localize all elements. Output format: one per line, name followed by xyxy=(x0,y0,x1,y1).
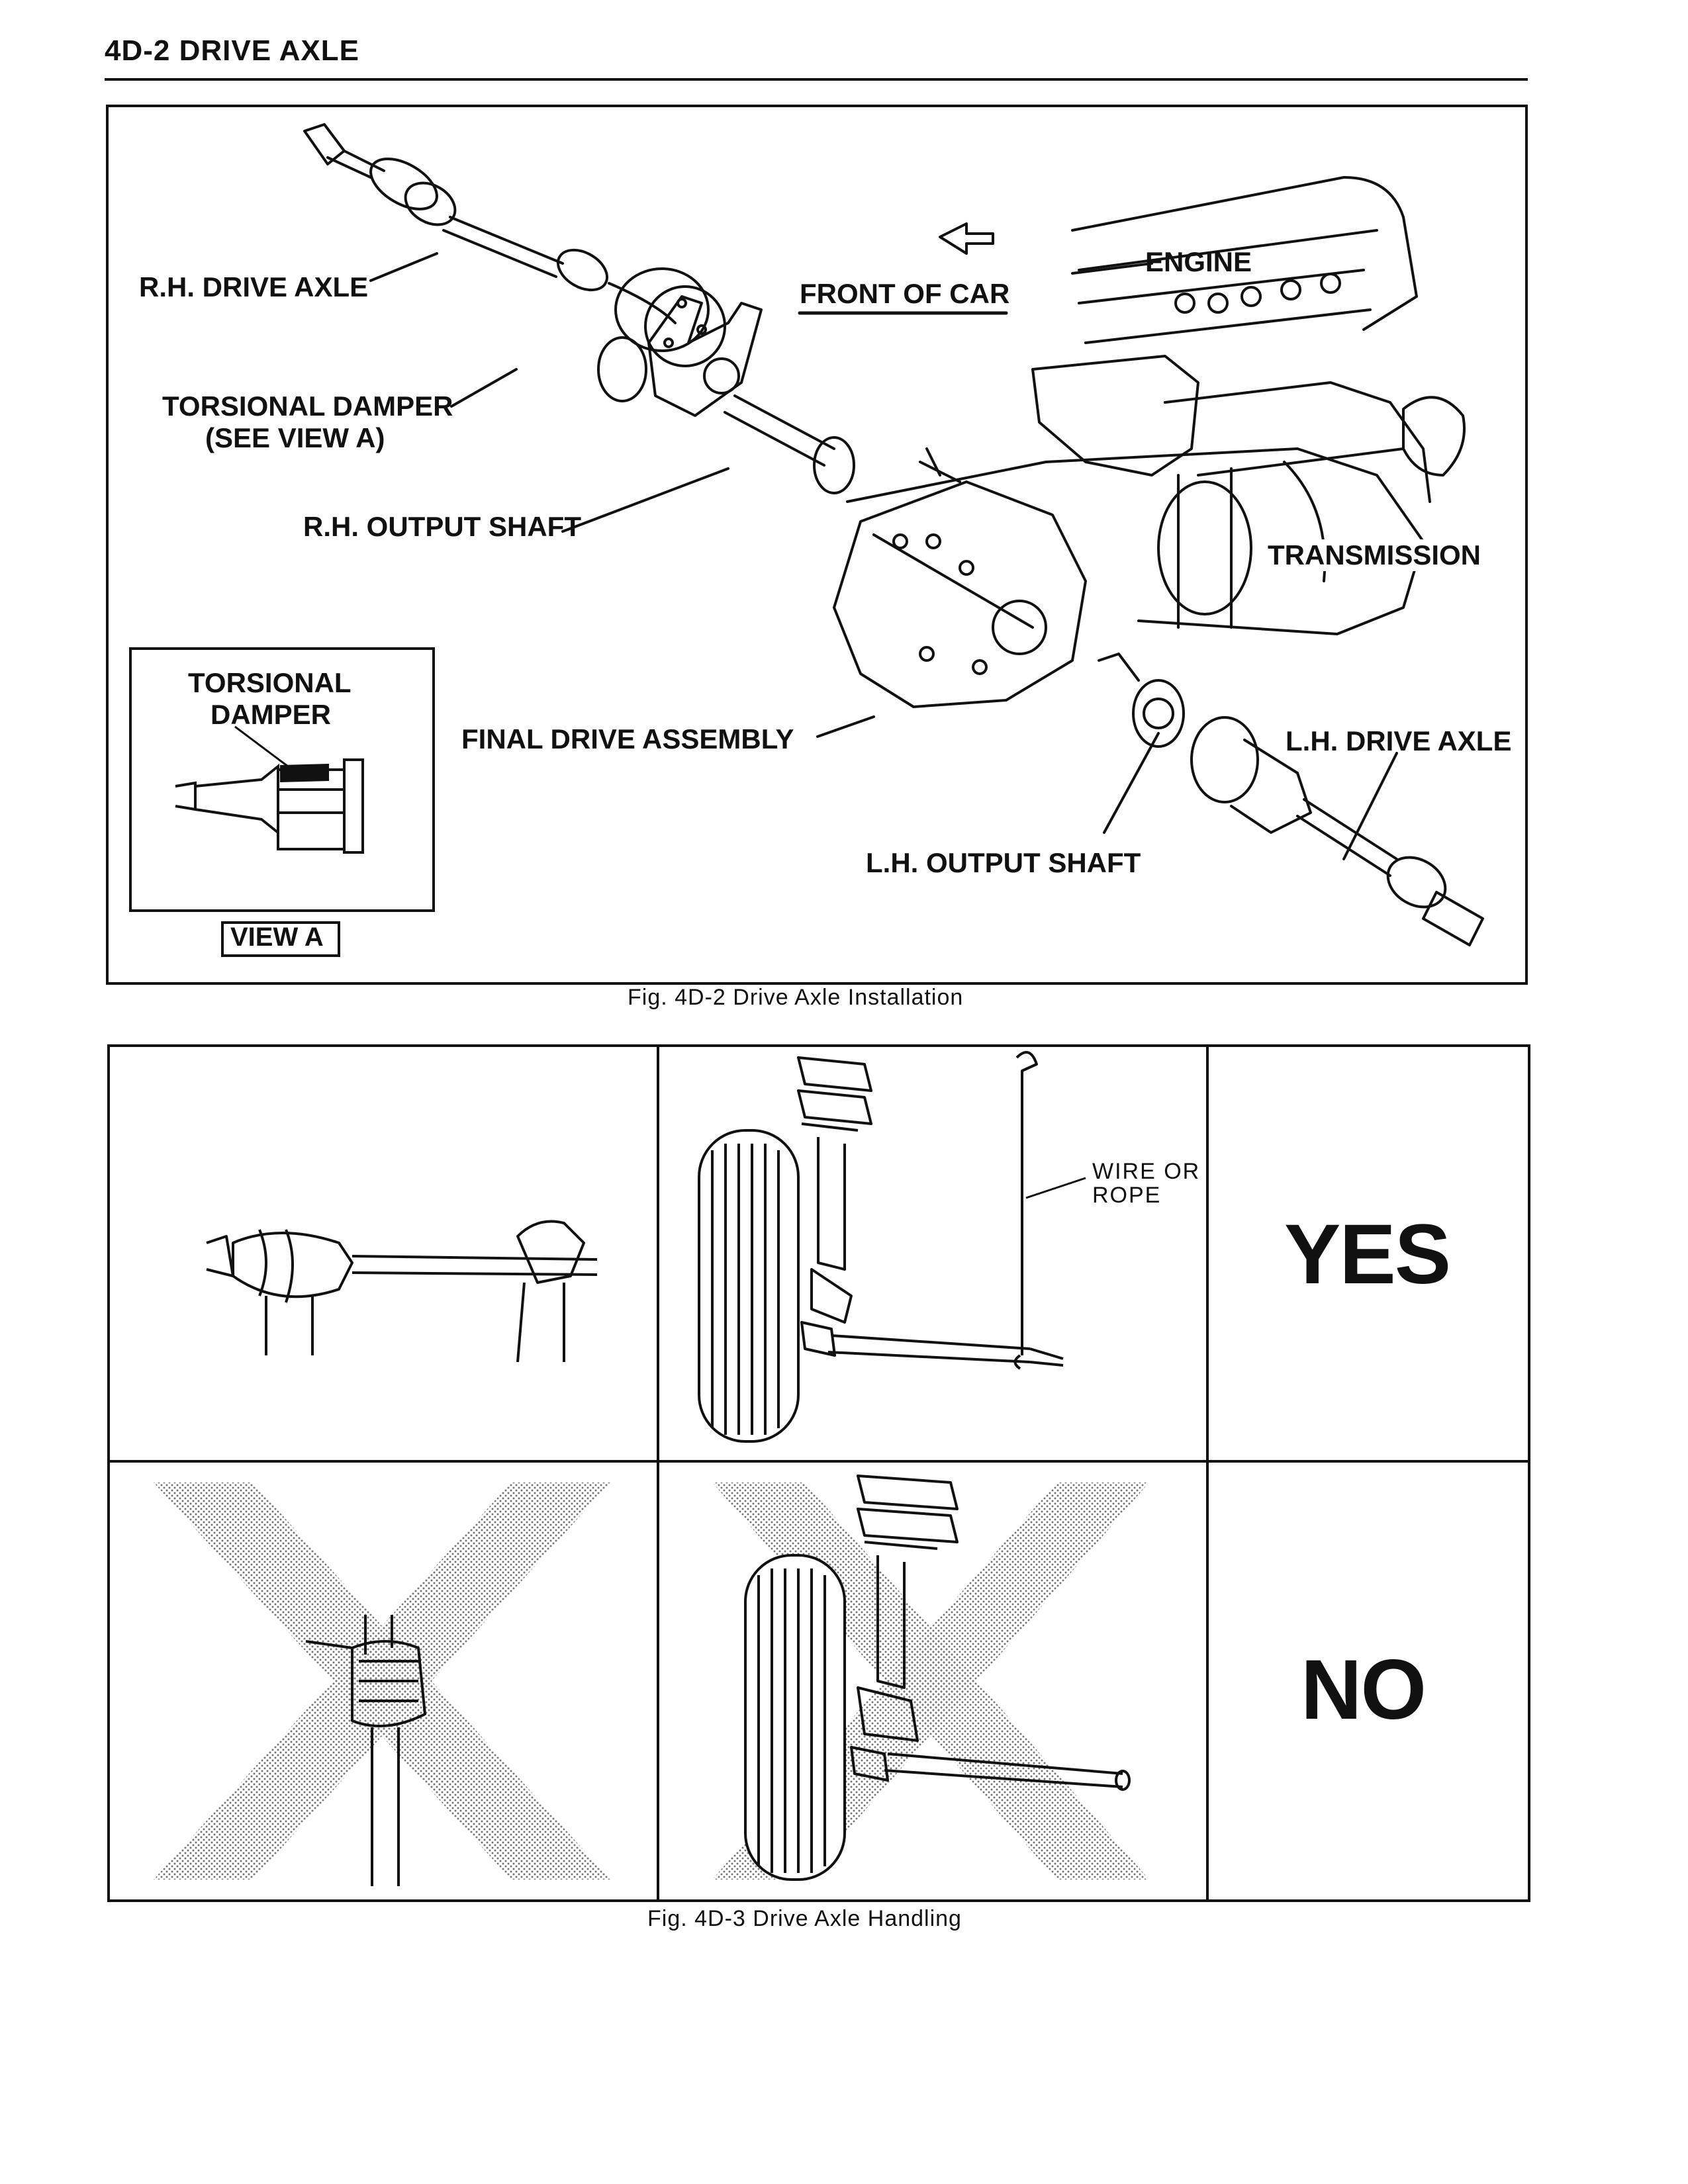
view-a-label: VIEW A xyxy=(230,923,324,952)
figure-4d2-caption: Fig. 4D-2 Drive Axle Installation xyxy=(628,985,964,1010)
leader-engine xyxy=(1071,262,1153,275)
inset-title-line1: TORSIONAL xyxy=(188,667,352,698)
front-arrow xyxy=(939,222,994,255)
grid-vertical-1 xyxy=(657,1044,659,1902)
grid-vertical-2 xyxy=(1206,1044,1209,1902)
incorrect-grip-drawing xyxy=(154,1482,610,1886)
label-lh-output-shaft: L.H. OUTPUT SHAFT xyxy=(866,847,1141,878)
label-engine: ENGINE xyxy=(1145,246,1252,277)
leader-rh-output-shaft xyxy=(561,467,729,533)
wire-leader-line xyxy=(1025,1177,1086,1199)
leader-lh-output-shaft xyxy=(1103,732,1160,834)
leader-torsional-damper xyxy=(450,368,518,408)
view-a-label-box xyxy=(221,921,340,957)
final-drive-assembly-drawing xyxy=(833,447,1087,708)
correct-grip-drawing xyxy=(206,1220,598,1363)
label-see-view-a: (SEE VIEW A) xyxy=(205,422,385,453)
leader-final-drive xyxy=(816,715,875,738)
yes-label: YES xyxy=(1284,1207,1451,1302)
wire-rope-label-line1: WIRE OR xyxy=(1092,1159,1201,1184)
torsional-damper-detail-drawing xyxy=(175,725,364,854)
label-final-drive-assembly: FINAL DRIVE ASSEMBLY xyxy=(461,723,794,754)
supported-axle-drawing xyxy=(698,1051,1064,1443)
header-rule xyxy=(105,78,1528,81)
hanging-axle-drawing xyxy=(712,1475,1149,1881)
engine-drawing xyxy=(1031,176,1466,503)
rh-output-flange-drawing xyxy=(597,295,855,494)
grid-horizontal xyxy=(107,1460,1530,1463)
no-label: NO xyxy=(1301,1643,1427,1737)
inset-title-line2: DAMPER xyxy=(211,699,332,730)
label-rh-output-shaft: R.H. OUTPUT SHAFT xyxy=(303,511,581,542)
label-transmission: TRANSMISSION xyxy=(1268,539,1481,571)
lh-drive-axle-drawing xyxy=(1098,653,1484,946)
rh-drive-axle-drawing xyxy=(303,123,726,367)
wire-rope-label-line2: ROPE xyxy=(1092,1183,1162,1208)
drive-axle-installation-illustration xyxy=(303,123,1484,946)
figure-4d2-frame xyxy=(106,105,1528,985)
view-a-inset xyxy=(129,647,435,912)
label-lh-drive-axle: L.H. DRIVE AXLE xyxy=(1286,725,1512,756)
page-header: 4D-2 DRIVE AXLE xyxy=(105,34,360,67)
figure-4d3-frame xyxy=(107,1044,1530,1902)
leader-rh-drive-axle xyxy=(369,252,438,282)
label-torsional-damper: TORSIONAL DAMPER xyxy=(162,390,453,422)
label-rh-drive-axle: R.H. DRIVE AXLE xyxy=(139,271,369,302)
leader-lh-drive-axle xyxy=(1342,752,1398,860)
figure-4d3-caption: Fig. 4D-3 Drive Axle Handling xyxy=(647,1906,962,1931)
label-front-of-car: FRONT OF CAR xyxy=(800,278,1010,309)
